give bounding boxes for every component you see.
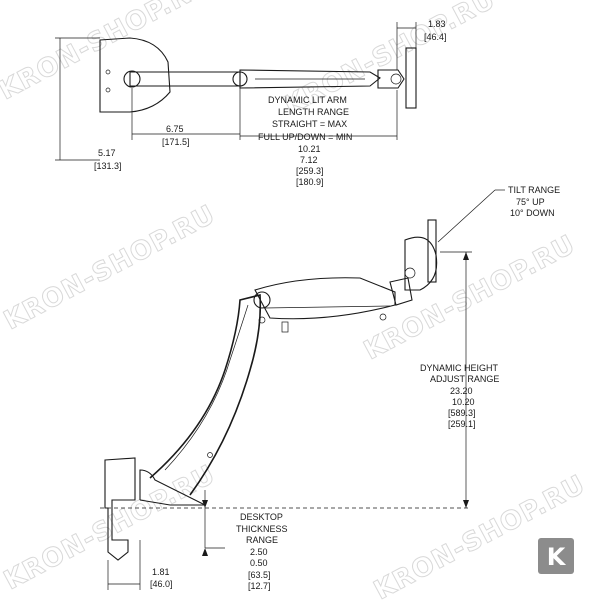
- arm-label-3: STRAIGHT = MAX: [272, 119, 347, 129]
- height-value-1: 23.20: [450, 386, 473, 396]
- side-view: TILT RANGE 75° UP 10° DOWN DYNAMIC HEIGH…: [100, 185, 560, 591]
- lower-arm-side: [149, 293, 262, 496]
- tilt-pivot-top: [390, 73, 402, 85]
- desk-arrow-top: [202, 500, 208, 508]
- height-label-2: ADJUST RANGE: [430, 374, 499, 384]
- upper-arm-rod: [264, 305, 391, 309]
- desk-label-1: DESKTOP: [240, 512, 283, 522]
- clamp-screw-2: [105, 87, 111, 93]
- base-inch: 1.81: [152, 567, 170, 577]
- desk-value-4: [12.7]: [248, 581, 271, 591]
- clamp-plate-top: [99, 37, 171, 113]
- dim-depth-mm: [46.4]: [424, 32, 447, 42]
- arm-label-4: FULL UP/DOWN = MIN: [258, 132, 352, 142]
- watermark-3: KRON-SHOP.RU: [0, 200, 221, 337]
- height-label-1: DYNAMIC HEIGHT: [420, 363, 499, 373]
- height-value-4: [259.1]: [448, 419, 476, 429]
- tilt-label-2: 75° UP: [516, 197, 545, 207]
- tilt-leader-1: [437, 189, 496, 243]
- lower-arm-inner: [164, 304, 249, 471]
- desk-arrow-bottom: [202, 548, 208, 556]
- arm-label-1: DYNAMIC LIT ARM: [268, 95, 347, 105]
- tilt-label-3: 10° DOWN: [510, 208, 555, 218]
- arm-value-3: [259.3]: [296, 166, 324, 176]
- desk-value-2: 0.50: [250, 558, 268, 568]
- desk-value-1: 2.50: [250, 547, 268, 557]
- desk-label-3: RANGE: [246, 535, 278, 545]
- logo-letter: K: [547, 543, 567, 571]
- kron-logo: K: [538, 538, 574, 574]
- vesa-plate-top: [405, 47, 417, 109]
- dim-depth-inch: 1.83: [428, 19, 446, 29]
- top-view: 1.83 [46.4] 5.17 [131.3] 6.75 [171.5] DY…: [55, 19, 447, 187]
- dim-offset-mm: [171.5]: [162, 137, 190, 147]
- desk-label-2: THICKNESS: [236, 524, 288, 534]
- tilt-head-top: [377, 69, 405, 89]
- height-value-3: [589.3]: [448, 408, 476, 418]
- height-arrow-bottom: [463, 500, 469, 508]
- vesa-plate-side: [427, 219, 437, 283]
- dim-clamp-inch: 5.17: [98, 148, 116, 158]
- arm-label-2: LENGTH RANGE: [278, 107, 349, 117]
- base-mm: [46.0]: [150, 579, 173, 589]
- tilt-pivot-side: [404, 267, 416, 279]
- base-foot: [139, 469, 206, 506]
- lower-arm-bolt: [207, 452, 213, 458]
- dim-offset-inch: 6.75: [166, 124, 184, 134]
- arm-value-4: [180.9]: [296, 177, 324, 187]
- clamp-screw-1: [105, 69, 111, 75]
- dim-clamp-mm: [131.3]: [94, 161, 122, 171]
- watermark-4: KRON-SHOP.RU: [359, 230, 580, 367]
- upper-arm-bolt-2: [379, 313, 387, 321]
- height-value-2: 10.20: [452, 397, 475, 407]
- desk-value-3: [63.5]: [248, 570, 271, 580]
- upper-arm-bolt-1: [258, 316, 266, 324]
- watermark-5: KRON-SHOP.RU: [0, 460, 221, 597]
- head-joint-side: [389, 277, 413, 306]
- logo-badge: [538, 538, 574, 574]
- watermark-6: KRON-SHOP.RU: [369, 470, 590, 600]
- arm-segment-1-top: [129, 71, 241, 87]
- arm-value-1: 10.21: [298, 144, 321, 154]
- tilt-label-1: TILT RANGE: [508, 185, 560, 195]
- arm-pivot-1: [123, 70, 141, 88]
- upper-arm-side: [254, 277, 396, 320]
- elbow-joint: [253, 291, 271, 309]
- watermark-1: KRON-SHOP.RU: [0, 0, 216, 106]
- adjust-knob: [281, 321, 289, 333]
- arm-value-2: 7.12: [300, 155, 318, 165]
- arm-segment-2-top: [239, 69, 381, 89]
- height-arrow-top: [463, 252, 469, 260]
